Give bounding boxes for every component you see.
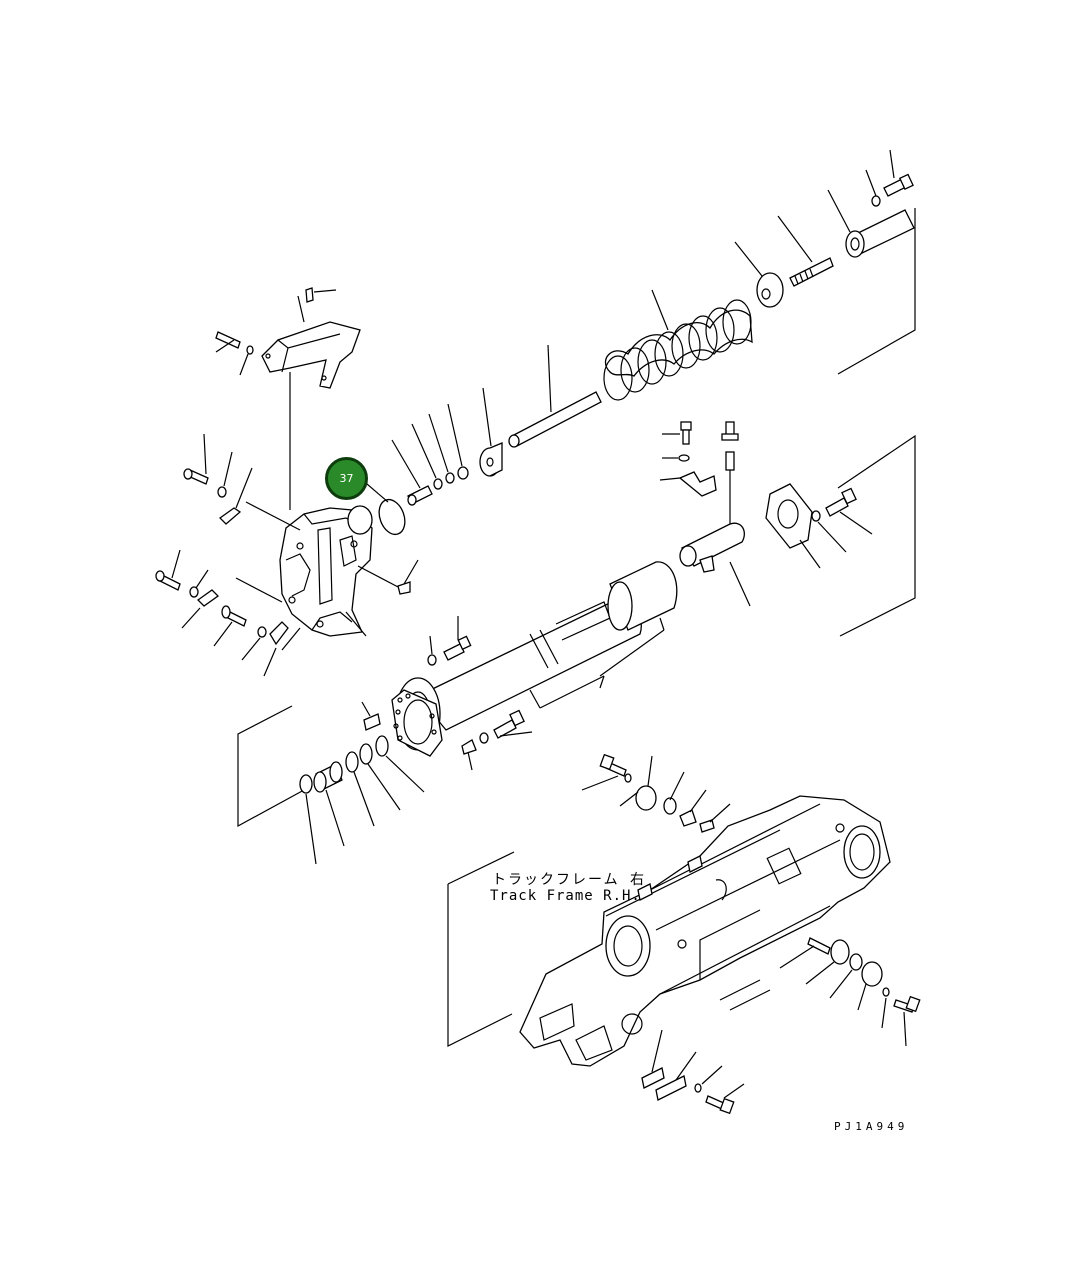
seal-kit-rings — [299, 735, 425, 865]
end-cover-plate — [765, 483, 873, 569]
idler-yoke — [235, 372, 419, 651]
callout-37-button[interactable]: 37 — [325, 457, 368, 500]
spring-bolt — [777, 215, 834, 287]
bolt-top-right — [865, 149, 914, 207]
drawing-code: PJ1A949 — [834, 1120, 909, 1133]
callout-number: 37 — [339, 472, 354, 485]
recoil-spring — [603, 289, 753, 401]
nut-and-washers — [391, 403, 469, 506]
frame-side-parts — [581, 753, 731, 833]
piston-head — [479, 387, 503, 477]
cylinder-group-frame — [237, 705, 305, 828]
spring-seat — [734, 241, 784, 308]
track-frame-group-frame — [447, 851, 515, 1047]
frame-bottom-parts — [641, 1029, 745, 1115]
spring-retainer-cap — [827, 189, 915, 258]
spring-rod — [508, 344, 602, 448]
track-frame-label-english: Track Frame R.H. — [490, 888, 641, 904]
track-frame-label-japanese: トラックフレーム 右 — [492, 872, 647, 888]
cylinder-fittings — [361, 616, 533, 771]
cylinder-flange — [391, 689, 443, 757]
guard-plate — [215, 287, 361, 389]
grease-valve-parts — [659, 421, 751, 607]
track-frame-body — [519, 795, 891, 1067]
yoke-bolts-left — [155, 433, 289, 677]
recoil-spring-group-frame — [837, 208, 916, 637]
bushing-sleeve — [607, 561, 678, 631]
frame-lower-parts — [779, 937, 921, 1047]
